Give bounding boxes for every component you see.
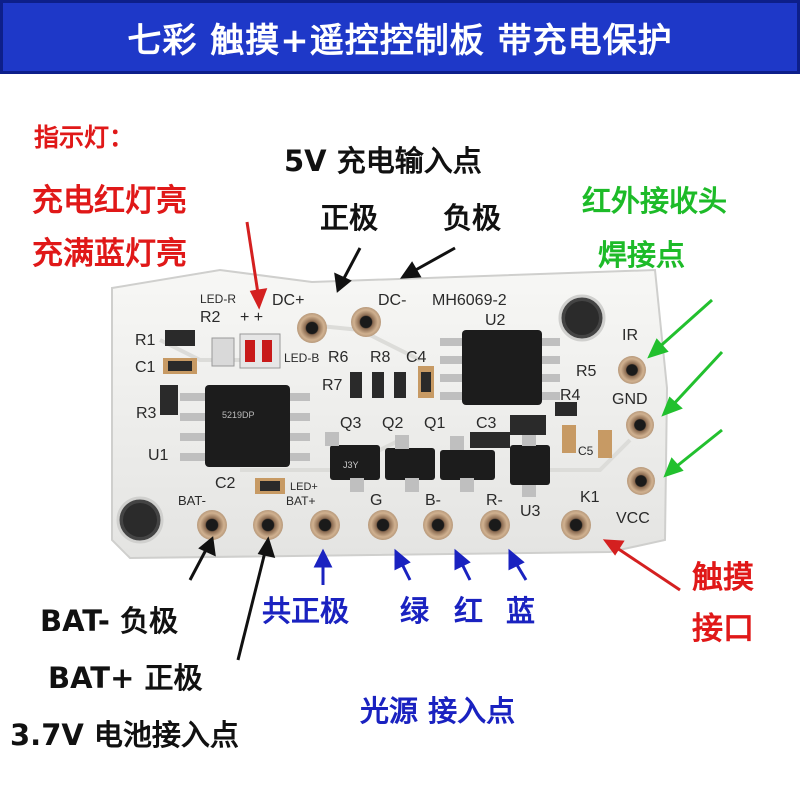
silk-r1: R1 — [135, 332, 156, 349]
green-channel-label: 绿 — [400, 594, 430, 628]
silk-r3: R3 — [136, 405, 157, 422]
charge-input-label: 5V 充电输入点 — [284, 144, 482, 178]
positive-label: 正极 — [320, 201, 379, 235]
touch-label: 触摸 — [692, 560, 754, 596]
silk-c2: C2 — [215, 475, 236, 492]
silk-b: B- — [425, 492, 441, 509]
silk-dc-plus: DC+ — [272, 292, 304, 309]
silk-bat-plus: BAT+ — [286, 494, 315, 508]
smd-components — [160, 330, 612, 494]
silk-r2: R2 — [200, 309, 221, 326]
banner-title: 七彩 触摸+遥控控制板 带充电保护 — [127, 20, 673, 61]
blue-arrows — [313, 548, 528, 585]
ir-receiver-label: 红外接收头 — [582, 184, 728, 218]
silk-led-r: LED-R — [200, 292, 236, 306]
silk-u3: U3 — [520, 503, 541, 520]
green-arrows — [647, 298, 724, 478]
silk-c5: C5 — [578, 444, 594, 458]
pad-r — [480, 510, 510, 540]
silk-q1: Q1 — [424, 415, 445, 432]
blue-channel-label: 蓝 — [506, 594, 536, 628]
silk-gnd: GND — [612, 391, 648, 408]
pad-g — [368, 510, 398, 540]
silk-ir: IR — [622, 327, 638, 344]
silk-c4: C4 — [406, 349, 427, 366]
chip-u2 — [440, 330, 560, 405]
silk-r5: R5 — [576, 363, 597, 380]
silk-vcc: VCC — [616, 510, 650, 527]
silk-led-plus: LED+ — [290, 481, 318, 493]
red-arrows — [245, 221, 681, 592]
silk-k1: K1 — [580, 489, 600, 506]
indicator-red-text: 充电红灯亮 — [32, 183, 187, 219]
silk-u2: U2 — [485, 312, 506, 329]
pad-k1 — [561, 510, 591, 540]
pad-vcc — [627, 467, 655, 495]
transistors — [330, 445, 550, 485]
transistor-marking: J3Y — [343, 460, 359, 470]
bat-pos-label: BAT+ 正极 — [48, 661, 203, 695]
pad-gnd — [626, 411, 654, 439]
bat-neg-label: BAT- 负极 — [40, 604, 178, 638]
pad-bat-plus — [253, 510, 283, 540]
silk-chip-u2: MH6069-2 — [432, 292, 507, 309]
pad-b — [423, 510, 453, 540]
silk-r7: R7 — [322, 377, 343, 394]
red-channel-label: 红 — [454, 594, 484, 628]
pad-ir — [618, 356, 646, 384]
silk-c1: C1 — [135, 359, 156, 376]
silk-q3: Q3 — [340, 415, 361, 432]
common-pos-label: 共正极 — [262, 594, 350, 628]
silk-q2: Q2 — [382, 415, 403, 432]
touch-port-label: 接口 — [692, 611, 754, 647]
indicator-title: 指示灯： — [34, 123, 135, 152]
silk-r: R- — [486, 492, 503, 509]
silk-r8: R8 — [370, 349, 391, 366]
pad-led-plus — [310, 510, 340, 540]
pad-dc-minus — [351, 307, 381, 337]
light-source-label: 光源 接入点 — [360, 694, 516, 728]
negative-label: 负极 — [443, 201, 502, 235]
solder-point-label: 焊接点 — [598, 238, 686, 272]
battery-input-label: 3.7V 电池接入点 — [10, 718, 239, 752]
silk-led-b: LED-B — [284, 351, 319, 365]
solder-pads — [197, 307, 655, 540]
chip-u1-marking: 5219DP — [222, 410, 255, 420]
silk-u1: U1 — [148, 447, 169, 464]
title-banner: 七彩 触摸+遥控控制板 带充电保护 — [0, 0, 800, 74]
black-arrows — [188, 246, 456, 661]
silk-g: G — [370, 492, 382, 509]
pad-bat-minus — [197, 510, 227, 540]
chip-u1 — [180, 385, 310, 467]
silk-r4: R4 — [560, 387, 581, 404]
silk-r6: R6 — [328, 349, 349, 366]
silk-bat-minus: BAT- — [178, 493, 206, 508]
silk-dc-minus: DC- — [378, 292, 406, 309]
pad-dc-plus — [297, 313, 327, 343]
indicator-blue-text: 充满蓝灯亮 — [32, 236, 187, 272]
silk-c3: C3 — [476, 415, 497, 432]
silk-plus: + + — [240, 309, 263, 326]
